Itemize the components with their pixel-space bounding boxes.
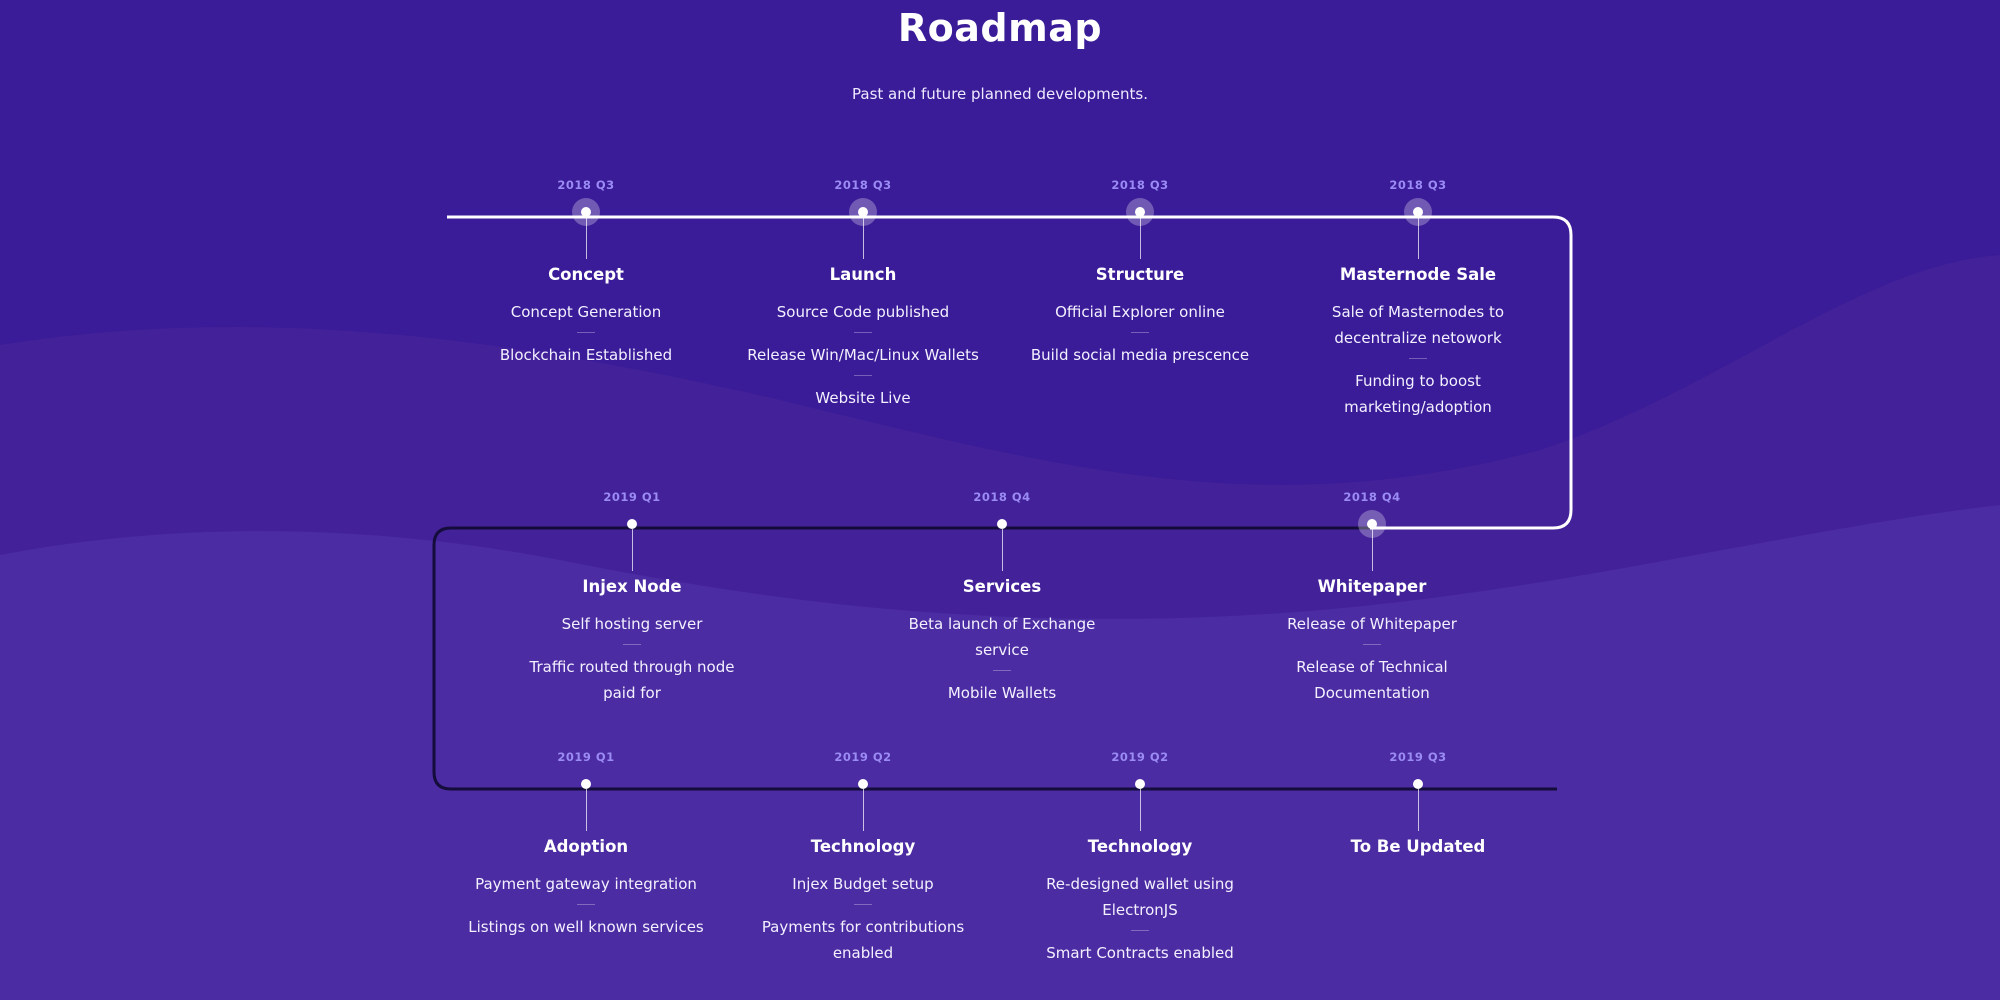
milestone-item: Sale of Masternodes to decentralize neto… (1331, 303, 1505, 347)
milestone-item: Payment gateway integration (475, 875, 697, 893)
milestone-item: Beta launch of Exchange service (908, 615, 1096, 659)
milestone-item: Official Explorer online (1055, 303, 1225, 321)
milestone-date: 2018 Q4 (973, 490, 1031, 504)
milestone-item: Release of Whitepaper (1287, 615, 1457, 633)
milestone-item: Listings on well known services (468, 918, 704, 936)
page-subtitle: Past and future planned developments. (852, 85, 1148, 103)
milestone-date: 2019 Q1 (603, 490, 661, 504)
milestone-items: Release of Whitepaper Release of Technic… (1232, 611, 1512, 706)
milestone-items: Concept Generation Blockchain Establishe… (446, 299, 726, 368)
milestone-title: Technology (810, 837, 916, 856)
milestone-marker (1135, 779, 1145, 789)
milestone-items: Injex Budget setup Payments for contribu… (723, 871, 1003, 966)
milestone-title: Structure (1095, 265, 1185, 284)
milestone-title: Concept (548, 265, 624, 284)
milestone-title: To Be Updated (1350, 837, 1486, 856)
item-divider (1409, 358, 1427, 359)
milestone-title: Services (962, 577, 1042, 596)
item-divider (854, 332, 872, 333)
milestone-marker (627, 519, 637, 529)
milestone-date: 2019 Q2 (834, 750, 892, 764)
milestone-item: Payments for contributions enabled (761, 918, 965, 962)
milestone-marker (581, 207, 591, 217)
milestone-stem (1139, 217, 1141, 259)
page-title: Roadmap (897, 6, 1103, 50)
milestone-item: Re-designed wallet using ElectronJS (1046, 875, 1234, 919)
milestone-items: Re-designed wallet using ElectronJS Smar… (1000, 871, 1280, 966)
item-divider (993, 670, 1011, 671)
milestone-date: 2018 Q3 (834, 178, 892, 192)
milestone-items: Beta launch of Exchange service Mobile W… (862, 611, 1142, 706)
milestone-items: Self hosting server Traffic routed throu… (492, 611, 772, 706)
item-divider (1363, 644, 1381, 645)
timeline-line-bottom (432, 526, 1557, 791)
item-divider (577, 904, 595, 905)
milestone-date: 2018 Q4 (1343, 490, 1401, 504)
milestone-stem (862, 217, 864, 259)
milestone-stem (1001, 529, 1003, 571)
milestone-item: Build social media prescence (1030, 346, 1250, 364)
milestone-date: 2018 Q3 (1389, 178, 1447, 192)
milestone-title: Injex Node (582, 577, 682, 596)
milestone-items: Sale of Masternodes to decentralize neto… (1278, 299, 1558, 420)
item-divider (577, 332, 595, 333)
item-divider (854, 375, 872, 376)
milestone-item: Injex Budget setup (792, 875, 934, 893)
milestone-item: Release Win/Mac/Linux Wallets (747, 346, 979, 364)
milestone-item: Traffic routed through node paid for (529, 658, 735, 702)
milestone-stem (862, 789, 864, 831)
milestone-marker (1367, 519, 1377, 529)
milestone-marker (858, 207, 868, 217)
milestone-item: Concept Generation (510, 303, 662, 321)
milestone-stem (1417, 789, 1419, 831)
milestone-stem (1139, 789, 1141, 831)
milestone-items: Source Code published Release Win/Mac/Li… (723, 299, 1003, 411)
milestone-marker (581, 779, 591, 789)
milestone-item: Funding to boost marketing/adoption (1344, 372, 1492, 416)
milestone-item: Self hosting server (561, 615, 703, 633)
milestone-marker (1135, 207, 1145, 217)
timeline-line-top (447, 215, 1573, 530)
milestone-stem (585, 217, 587, 259)
milestone-date: 2019 Q3 (1389, 750, 1447, 764)
milestone-title: Launch (829, 265, 897, 284)
milestone-title: Technology (1087, 837, 1193, 856)
milestone-marker (858, 779, 868, 789)
milestone-stem (631, 529, 633, 571)
milestone-marker (1413, 207, 1423, 217)
milestone-marker (1413, 779, 1423, 789)
milestone-items: Payment gateway integration Listings on … (446, 871, 726, 940)
milestone-stem (1417, 217, 1419, 259)
milestone-item: Release of Technical Documentation (1296, 658, 1448, 702)
item-divider (623, 644, 641, 645)
item-divider (1131, 332, 1149, 333)
milestone-date: 2018 Q3 (557, 178, 615, 192)
milestone-marker (997, 519, 1007, 529)
milestone-item: Source Code published (776, 303, 950, 321)
item-divider (854, 904, 872, 905)
milestone-date: 2018 Q3 (1111, 178, 1169, 192)
milestone-date: 2019 Q2 (1111, 750, 1169, 764)
milestone-stem (1371, 529, 1373, 571)
milestone-item: Website Live (815, 389, 911, 407)
milestone-item: Blockchain Established (499, 346, 673, 364)
milestone-items: Official Explorer online Build social me… (1000, 299, 1280, 368)
milestone-title: Whitepaper (1317, 577, 1427, 596)
milestone-date: 2019 Q1 (557, 750, 615, 764)
milestone-stem (585, 789, 587, 831)
milestone-item: Mobile Wallets (947, 684, 1057, 702)
milestone-item: Smart Contracts enabled (1046, 944, 1234, 962)
milestone-title: Masternode Sale (1339, 265, 1497, 284)
item-divider (1131, 930, 1149, 931)
milestone-title: Adoption (543, 837, 629, 856)
